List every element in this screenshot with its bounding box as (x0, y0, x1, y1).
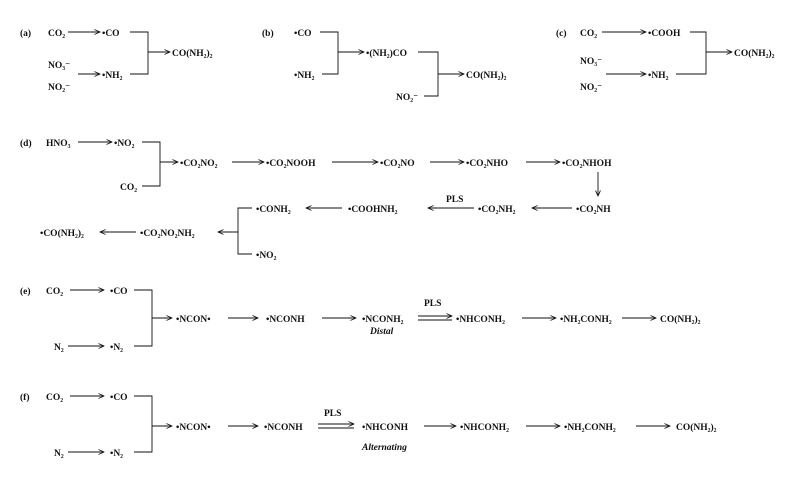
bracket-b2 (418, 51, 439, 97)
panel-a-label: (a) (20, 28, 31, 39)
panel-a-co-radical: •CO (102, 29, 120, 39)
e-chain-item-5: •NH₂CONH₂ (560, 315, 612, 325)
f-chain-item-1: •NCON• (176, 423, 211, 433)
f-chain-item-4: •NHCONH₂ (460, 423, 509, 433)
panel-e-label: (e) (20, 286, 31, 297)
panel-b-intermediate: •(NH₂)CO (366, 48, 407, 59)
panel-c-urea: CO(NH₂)₂ (734, 48, 775, 59)
bracket-a (130, 31, 149, 75)
panel-a-nitrite: NO₂⁻ (48, 83, 70, 93)
d-row2-item-3: •COOHNH₂ (348, 205, 398, 215)
panel-c-nh2-radical: •NH₂ (648, 71, 669, 81)
panel-c-co2: CO₂ (580, 29, 597, 39)
d-row3-item-1: •CO₂NO₂NH₂ (140, 229, 195, 239)
panel-f-n2-radical: •N₂ (110, 449, 123, 459)
panel-c-nitrite: NO₂⁻ (580, 83, 602, 93)
panel-c: (c) CO₂ •COOH NO₃⁻ •NH₂ NO₂⁻ CO(NH₂)₂ (556, 28, 775, 93)
e-chain-item-2: •NCONH (266, 315, 305, 325)
bracket-d2 (237, 207, 252, 255)
panel-f-co-radical: •CO (110, 393, 128, 403)
f-chain-item-2: •NCONH (264, 423, 303, 433)
panel-f-label: (f) (20, 392, 30, 403)
panel-d-label: (d) (20, 138, 32, 149)
panel-b-co-radical: •CO (294, 29, 312, 39)
d-no2-radical-b: •NO₂ (256, 251, 277, 261)
e-path-label: Distal (369, 327, 394, 337)
panel-f-n2: N₂ (54, 449, 64, 459)
f-chain-item-5: •NH₂CONH₂ (564, 423, 616, 433)
bracket-c (676, 31, 707, 75)
d-row1-item-3: •CO₂NO (380, 159, 415, 169)
e-chain-item-1: •NCON• (176, 315, 211, 325)
panel-e-co-radical: •CO (110, 287, 128, 297)
panel-d: (d) HNO₃ •NO₂ CO₂ •CO₂NO₂ •CO₂NOOH •CO₂N… (20, 138, 612, 261)
f-chain-item-3: •NHCONH (362, 423, 409, 433)
d-row3-item-2: •CO(NH₂)₂ (40, 228, 84, 239)
panel-f-co2: CO₂ (46, 393, 63, 403)
f-chain-item-6: CO(NH₂)₂ (676, 422, 717, 433)
e-chain-item-6: CO(NH₂)₂ (660, 314, 701, 325)
f-pls-label: PLS (324, 409, 341, 419)
e-chain-item-4: •NHCONH₂ (456, 315, 505, 325)
panel-a-nitrate: NO₃⁻ (48, 61, 70, 71)
panel-c-label: (c) (556, 28, 567, 39)
panel-d-co2: CO₂ (120, 183, 137, 193)
panel-a-urea: CO(NH₂)₂ (172, 48, 213, 59)
bracket-b1 (320, 31, 339, 75)
d-row2-item-1: •CO₂NH (576, 205, 611, 215)
panel-e-n2: N₂ (54, 343, 64, 353)
f-path-label: Alternating (361, 443, 407, 453)
panel-a-nh2-radical: •NH₂ (102, 71, 123, 81)
d-row2-item-4: •CONH₂ (256, 205, 291, 215)
panel-b-nh2-radical: •NH₂ (294, 71, 315, 81)
panel-e-n2-radical: •N₂ (110, 343, 123, 353)
d-row1-item-2: •CO₂NOOH (266, 159, 316, 169)
panel-c-nitrate: NO₃⁻ (580, 57, 602, 67)
e-pls-label: PLS (424, 299, 441, 309)
panel-d-hno3: HNO₃ (46, 139, 71, 149)
bracket-d1 (142, 141, 161, 187)
bracket-f (134, 395, 153, 453)
panel-b-urea: CO(NH₂)₂ (466, 70, 507, 81)
panel-d-no2-radical: •NO₂ (114, 139, 135, 149)
panel-e: (e) CO₂ •CO N₂ •N₂ •NCON• •NCONH •NCONH₂… (20, 286, 701, 353)
e-chain-item-3: •NCONH₂ (362, 315, 404, 325)
panel-a: (a) CO₂ •CO NO₃⁻ •NH₂ NO₂⁻ CO(NH₂)₂ (20, 28, 213, 93)
panel-b: (b) •CO •NH₂ •(NH₂)CO NO₂⁻ CO(NH₂)₂ (262, 28, 507, 103)
bracket-e (134, 289, 153, 347)
d-row1-item-5: •CO₂NHOH (562, 159, 612, 169)
panel-a-co2: CO₂ (48, 29, 65, 39)
d-row1-item-1: •CO₂NO₂ (180, 159, 218, 169)
d-pls-label: PLS (446, 195, 463, 205)
panel-b-nitrite: NO₂⁻ (396, 93, 418, 103)
panel-f: (f) CO₂ •CO N₂ •N₂ •NCON• •NCONH PLS •NH… (20, 392, 717, 459)
d-row2-item-2: •CO₂NH₂ (478, 205, 516, 215)
panel-e-co2: CO₂ (46, 287, 63, 297)
panel-c-cooh-radical: •COOH (648, 29, 681, 39)
panel-b-label: (b) (262, 28, 274, 39)
d-row1-item-4: •CO₂NHO (466, 159, 508, 169)
